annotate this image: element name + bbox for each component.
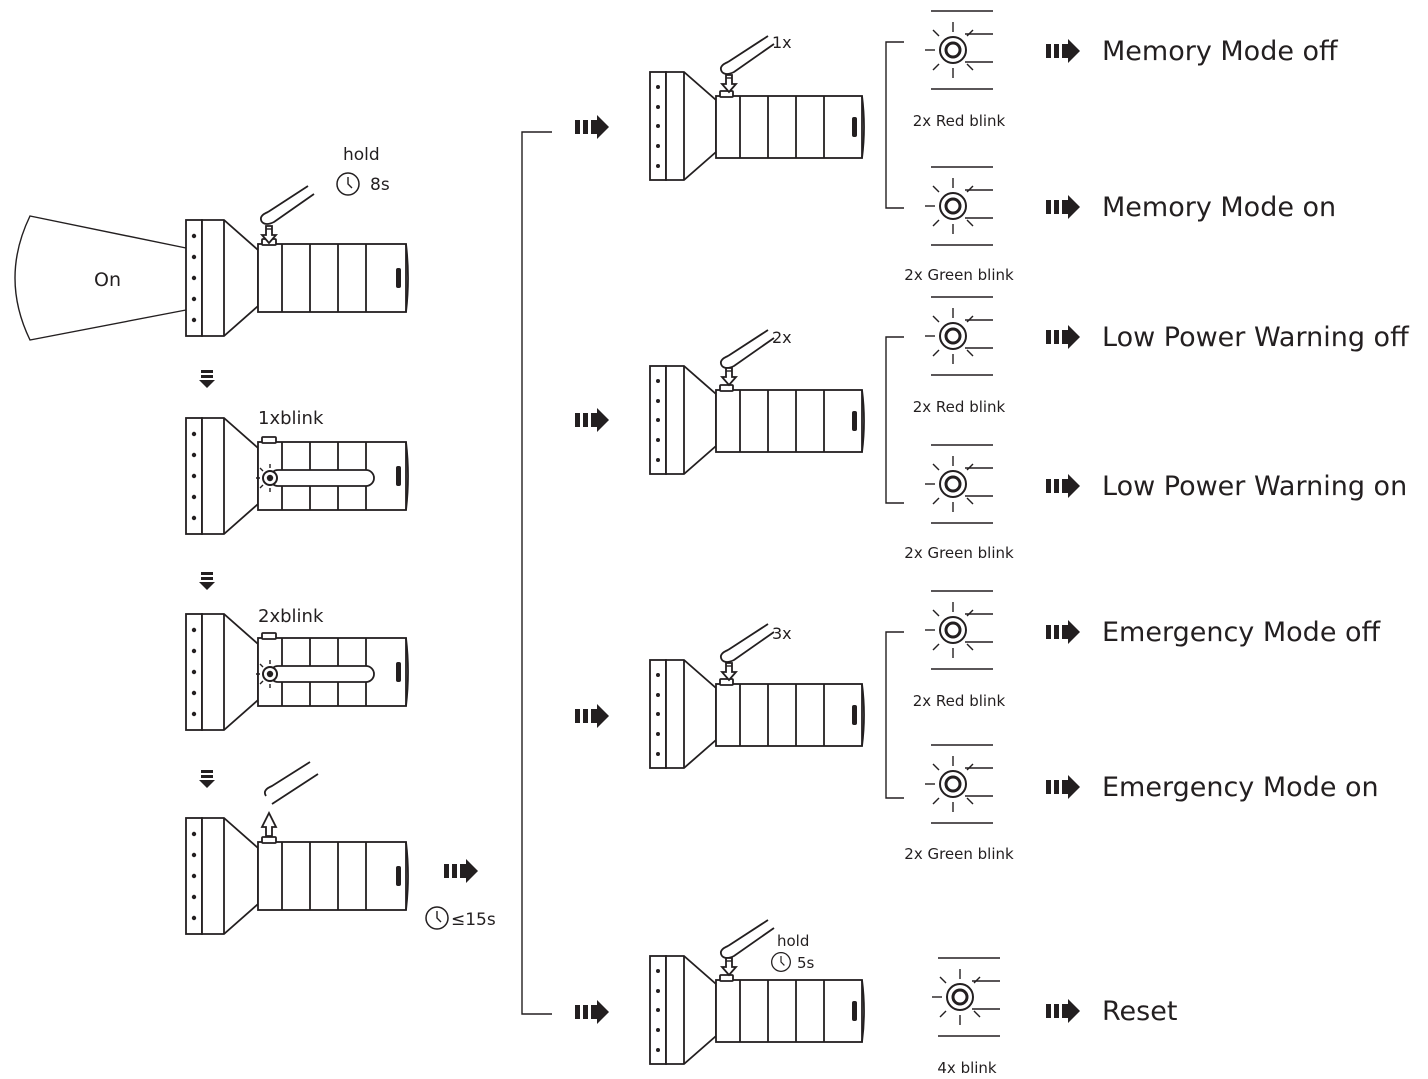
flashlight-icon xyxy=(185,817,409,935)
flashlight-icon xyxy=(649,955,865,1065)
light-beam xyxy=(14,215,187,341)
proceed-arrow-icon xyxy=(1046,999,1080,1023)
press-arrow-icon xyxy=(721,367,737,386)
clock-icon xyxy=(425,906,449,930)
finger-press-icon xyxy=(719,329,775,369)
hold-label: hold xyxy=(343,145,380,165)
proceed-arrow-icon xyxy=(1046,39,1080,63)
finger-press-icon xyxy=(719,919,775,959)
beam-label: On xyxy=(94,269,121,291)
led-indicator-icon xyxy=(256,464,278,492)
step-down-arrow-icon xyxy=(199,572,215,590)
clock-icon xyxy=(336,172,360,196)
finger-press-icon xyxy=(719,35,775,75)
off-caption: 2x Red blink xyxy=(913,692,1006,710)
press-arrow-icon xyxy=(721,74,737,93)
clock-icon xyxy=(771,952,791,972)
off-caption: 2x Red blink xyxy=(913,112,1006,130)
led-indicator-icon xyxy=(923,589,995,671)
off-result: Memory Mode off xyxy=(1102,36,1339,67)
proceed-arrow-icon xyxy=(1046,775,1080,799)
flashlight-icon xyxy=(649,71,865,181)
step-down-arrow-icon xyxy=(199,370,215,388)
proceed-arrow-icon xyxy=(1046,620,1080,644)
press-count: 3x xyxy=(772,624,792,643)
branch-bracket xyxy=(521,131,552,1015)
led-indicator-icon xyxy=(923,295,995,377)
reset-hold-time: 5s xyxy=(797,954,815,972)
proceed-arrow-icon xyxy=(1046,474,1080,498)
press-arrow-icon xyxy=(721,957,737,976)
reset-hold-label: hold xyxy=(777,932,809,950)
proceed-arrow-icon xyxy=(575,115,609,139)
on-result: Emergency Mode on xyxy=(1102,772,1379,803)
led-indicator-icon xyxy=(930,956,1002,1038)
flashlight-icon xyxy=(185,219,409,337)
press-count: 1x xyxy=(772,33,792,52)
result-bracket xyxy=(885,41,904,209)
proceed-arrow-icon xyxy=(444,859,478,883)
reset-result: Reset xyxy=(1102,996,1177,1027)
release-time: ≤15s xyxy=(451,910,496,930)
result-bracket xyxy=(885,631,904,799)
off-result: Emergency Mode off xyxy=(1102,617,1382,648)
proceed-arrow-icon xyxy=(1046,195,1080,219)
flashlight-icon xyxy=(649,659,865,769)
finger-press-icon xyxy=(259,185,315,225)
on-caption: 2x Green blink xyxy=(904,544,1014,562)
step-down-arrow-icon xyxy=(199,770,215,788)
flashlight-icon xyxy=(649,365,865,475)
result-bracket xyxy=(885,336,904,504)
proceed-arrow-icon xyxy=(1046,325,1080,349)
proceed-arrow-icon xyxy=(575,408,609,432)
led-indicator-icon xyxy=(923,443,995,525)
off-result: Low Power Warning off xyxy=(1102,322,1410,353)
blink2-label: 2xblink xyxy=(258,606,324,627)
off-caption: 2x Red blink xyxy=(913,398,1006,416)
led-indicator-icon xyxy=(923,9,995,91)
release-arrow-icon xyxy=(260,810,278,837)
hold-time: 8s xyxy=(370,175,390,195)
finger-release-icon xyxy=(263,761,319,805)
on-caption: 2x Green blink xyxy=(904,266,1014,284)
proceed-arrow-icon xyxy=(575,1000,609,1024)
on-result: Memory Mode on xyxy=(1102,192,1336,223)
on-result: Low Power Warning on xyxy=(1102,471,1407,502)
led-indicator-icon xyxy=(923,165,995,247)
blink1-label: 1xblink xyxy=(258,408,324,429)
on-caption: 2x Green blink xyxy=(904,845,1014,863)
led-indicator-icon xyxy=(923,743,995,825)
reset-caption: 4x blink xyxy=(937,1059,997,1077)
proceed-arrow-icon xyxy=(575,704,609,728)
press-count: 2x xyxy=(772,328,792,347)
led-indicator-icon xyxy=(256,660,278,688)
press-arrow-icon xyxy=(721,662,737,681)
finger-press-icon xyxy=(719,623,775,663)
